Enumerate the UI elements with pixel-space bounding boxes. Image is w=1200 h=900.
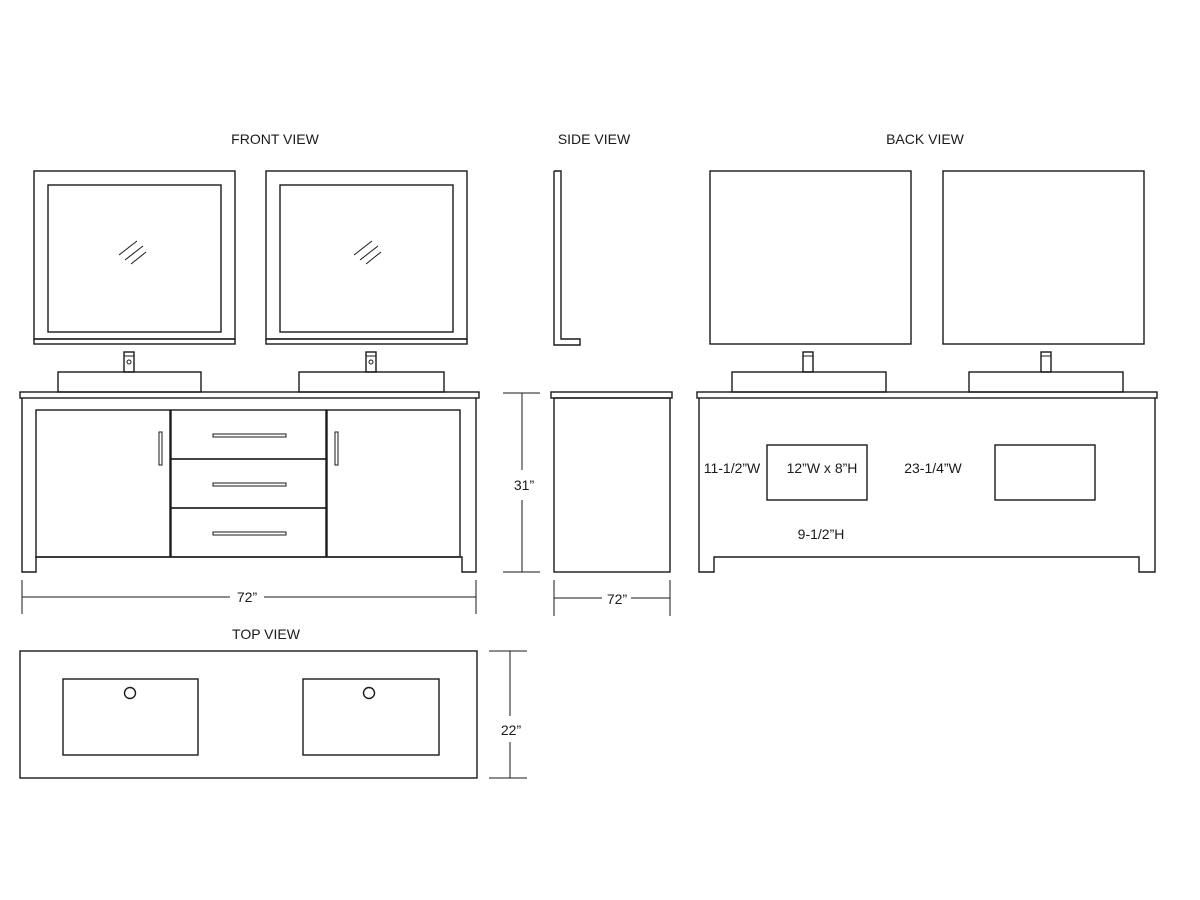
glass-reflection-mark — [118, 240, 138, 256]
front-mirror-left — [33, 170, 236, 345]
side-view: 72” — [550, 170, 673, 616]
side-countertop — [550, 391, 673, 399]
back-view: 11-1/2”W 12”W x 8”H 23-1/4”W 9-1/2”H — [696, 170, 1158, 573]
front-view-title: FRONT VIEW — [231, 131, 319, 147]
front-sink-left — [57, 371, 202, 393]
front-faucet-left — [123, 351, 135, 373]
top-depth-label: 22” — [501, 722, 522, 738]
side-width-label: 72” — [607, 591, 628, 607]
top-sink-right — [302, 678, 440, 756]
top-view-title: TOP VIEW — [232, 626, 301, 642]
top-view: 22” — [19, 650, 527, 779]
height-label: 31” — [514, 477, 535, 493]
back-cutout-right — [994, 444, 1096, 501]
glass-reflection-mark — [353, 240, 373, 256]
back-sink-left — [731, 371, 887, 393]
back-cutout-left — [766, 444, 868, 501]
front-drawer-3 — [170, 507, 327, 558]
front-door-left — [35, 409, 171, 558]
faucet-hole — [123, 686, 137, 700]
side-mirror — [553, 170, 581, 346]
side-width-dimension: 72” — [553, 580, 671, 616]
back-faucet-left — [802, 351, 814, 373]
door-handle — [158, 431, 163, 466]
side-view-title: SIDE VIEW — [558, 131, 631, 147]
front-width-dimension: 72” — [21, 580, 477, 614]
back-countertop — [696, 391, 1158, 399]
door-handle — [334, 431, 339, 466]
back-cabinet — [698, 398, 1156, 573]
back-center-offset-label: 23-1/4”W — [904, 460, 962, 476]
front-countertop — [19, 391, 480, 399]
front-mirror-right — [265, 170, 468, 345]
front-sink-right — [298, 371, 445, 393]
back-mirror-left — [709, 170, 912, 345]
back-left-offset-label: 11-1/2”W — [704, 460, 761, 476]
drawer-handle — [212, 433, 287, 438]
front-view: 72” — [19, 170, 480, 614]
back-sink-right — [968, 371, 1124, 393]
height-dimension: 31” — [503, 392, 540, 573]
faucet-hole — [362, 686, 376, 700]
top-depth-dimension: 22” — [489, 650, 527, 779]
back-view-title: BACK VIEW — [886, 131, 965, 147]
side-cabinet — [553, 397, 671, 573]
back-cutout-size-label: 12”W x 8”H — [787, 460, 858, 476]
back-vertical-offset-label: 9-1/2”H — [798, 526, 845, 542]
back-faucet-right — [1040, 351, 1052, 373]
drawer-handle — [212, 482, 287, 487]
top-countertop — [19, 650, 478, 779]
front-faucet-right — [365, 351, 377, 373]
drawer-handle — [212, 531, 287, 536]
top-sink-left — [62, 678, 199, 756]
front-door-right — [326, 409, 461, 558]
front-cabinet — [21, 398, 477, 573]
front-width-label: 72” — [237, 589, 258, 605]
back-mirror-right — [942, 170, 1145, 345]
